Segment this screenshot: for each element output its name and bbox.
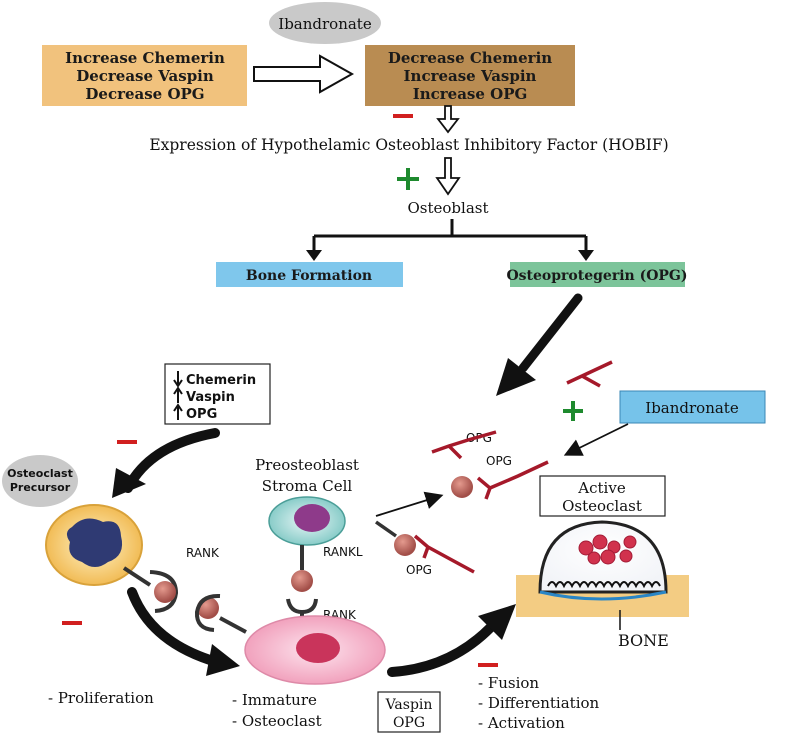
vaspin-text: Vaspin <box>385 697 433 713</box>
ibandronate-top-ellipse <box>269 2 381 44</box>
sealing-zone <box>539 590 667 601</box>
bone-formation-text: Bone Formation <box>246 268 372 284</box>
rank-cup-1 <box>149 570 179 613</box>
arrow-up-vaspin-icon <box>173 386 183 403</box>
top-ibandronate-label: Ibandronate <box>278 15 372 33</box>
opg-receptor-3 <box>476 460 549 500</box>
opg-down-arrow <box>518 293 583 373</box>
preosteoblast-line2: Stroma Cell <box>262 477 353 495</box>
opg-box-text: Osteoprotegerin (OPG) <box>506 268 687 284</box>
curved-arrow-immature-active <box>387 623 495 677</box>
stroma-thin-arrow <box>375 491 444 517</box>
active-osteoclast-box <box>539 475 666 517</box>
rank-stem-1 <box>122 566 152 587</box>
bone-label: BONE <box>618 631 669 650</box>
rankl-ball <box>291 570 313 592</box>
box-right-line3: Increase OPG <box>413 85 528 103</box>
active-osteoclast-line2: Osteoclast <box>562 497 642 515</box>
osteoclast-precursor-ellipse <box>2 455 78 507</box>
ibandronate-box <box>619 390 766 424</box>
mid-box-chemerin: Chemerin <box>186 373 256 388</box>
curved-arrow-precursor-immature <box>127 587 215 665</box>
rank-ball-1 <box>154 581 176 603</box>
minus-sign-top <box>393 114 413 118</box>
activation-text: - Activation <box>478 714 565 732</box>
opg-down-arrow-head-icon <box>496 358 536 396</box>
hollow-right-arrow-icon <box>253 54 355 94</box>
osteoclast-precursor-line1: Osteoclast <box>7 467 73 480</box>
opg-receptor-1 <box>566 360 613 388</box>
ruffled-border <box>547 581 661 589</box>
box-right-line1: Decrease Chemerin <box>388 49 552 67</box>
active-osteoclast-nuclei <box>578 534 637 565</box>
stroma-stem <box>374 520 398 538</box>
vaspin-box-opg-text: OPG <box>393 715 425 731</box>
rank-cup-3 <box>286 598 318 615</box>
arrow-down-chemerin-icon <box>173 371 183 388</box>
box-right <box>365 45 575 106</box>
precursor-nucleus <box>66 518 123 567</box>
rank-label-1: RANK <box>186 546 220 560</box>
osteoclast-text: - Osteoclast <box>232 712 322 730</box>
rank-cup-2 <box>194 593 221 632</box>
rankl-label: RANKL <box>323 545 363 559</box>
active-osteoclast-line1: Active <box>577 479 626 497</box>
preosteoblast-line1: Preosteoblast <box>255 456 359 474</box>
hollow-down-arrow-icon-2 <box>435 157 461 196</box>
ibandronate-thin-arrow <box>563 423 629 456</box>
mid-box <box>164 363 271 425</box>
box-left-line2: Decrease Vaspin <box>76 67 214 85</box>
opg-label-2: OPG <box>486 454 512 468</box>
box-left-line3: Decrease OPG <box>85 85 204 103</box>
opg-receptor-2 <box>431 430 497 460</box>
opg-label-3: OPG <box>406 563 432 577</box>
hollow-down-arrow-icon <box>436 105 460 134</box>
box-left-line1: Increase Chemerin <box>65 49 225 67</box>
fusion-text: - Fusion <box>478 674 539 692</box>
curved-arrow-left <box>123 428 220 493</box>
box-left <box>42 45 247 106</box>
branch-connector <box>312 219 588 252</box>
branch-arrow-left-icon <box>306 250 322 261</box>
curved-arrow-precursor-immature-head-icon <box>206 644 240 676</box>
plus-sign-top-v <box>406 168 410 190</box>
opg-bound-ball-1 <box>451 476 473 498</box>
plus-sign-mid-v <box>571 401 575 421</box>
opg-box <box>510 262 685 287</box>
minus-sign-bottom <box>478 663 498 667</box>
osteoblast-text: Osteoblast <box>408 199 489 217</box>
rank-stem-2 <box>219 616 247 634</box>
osteoclast-precursor-line2: Precursor <box>10 481 71 494</box>
hobif-text: Expression of Hypothelamic Osteoblast In… <box>149 136 668 154</box>
mid-box-opg: OPG <box>186 407 217 422</box>
branch-arrow-right-icon <box>578 250 594 261</box>
arrow-up-opg-icon <box>173 403 183 420</box>
ibandronate-box-text: Ibandronate <box>645 399 739 417</box>
immature-text: - Immature <box>232 691 317 709</box>
box-right-line2: Increase Vaspin <box>404 67 537 85</box>
stroma-nucleus <box>294 504 330 532</box>
curved-arrow-left-head-icon <box>112 468 146 498</box>
immature-nucleus <box>296 633 340 663</box>
bone-formation-box <box>216 262 403 287</box>
vaspin-opg-box <box>377 691 441 733</box>
curved-arrow-immature-active-head-icon <box>478 604 516 640</box>
mid-box-vaspin: Vaspin <box>186 390 235 405</box>
proliferation-text: - Proliferation <box>48 689 154 707</box>
opg-bound-ball-2 <box>394 534 416 556</box>
minus-sign-left <box>62 621 82 625</box>
minus-sign-mid <box>117 440 137 444</box>
opg-receptor-4 <box>413 534 475 574</box>
differentiation-text: - Differentiation <box>478 694 600 712</box>
